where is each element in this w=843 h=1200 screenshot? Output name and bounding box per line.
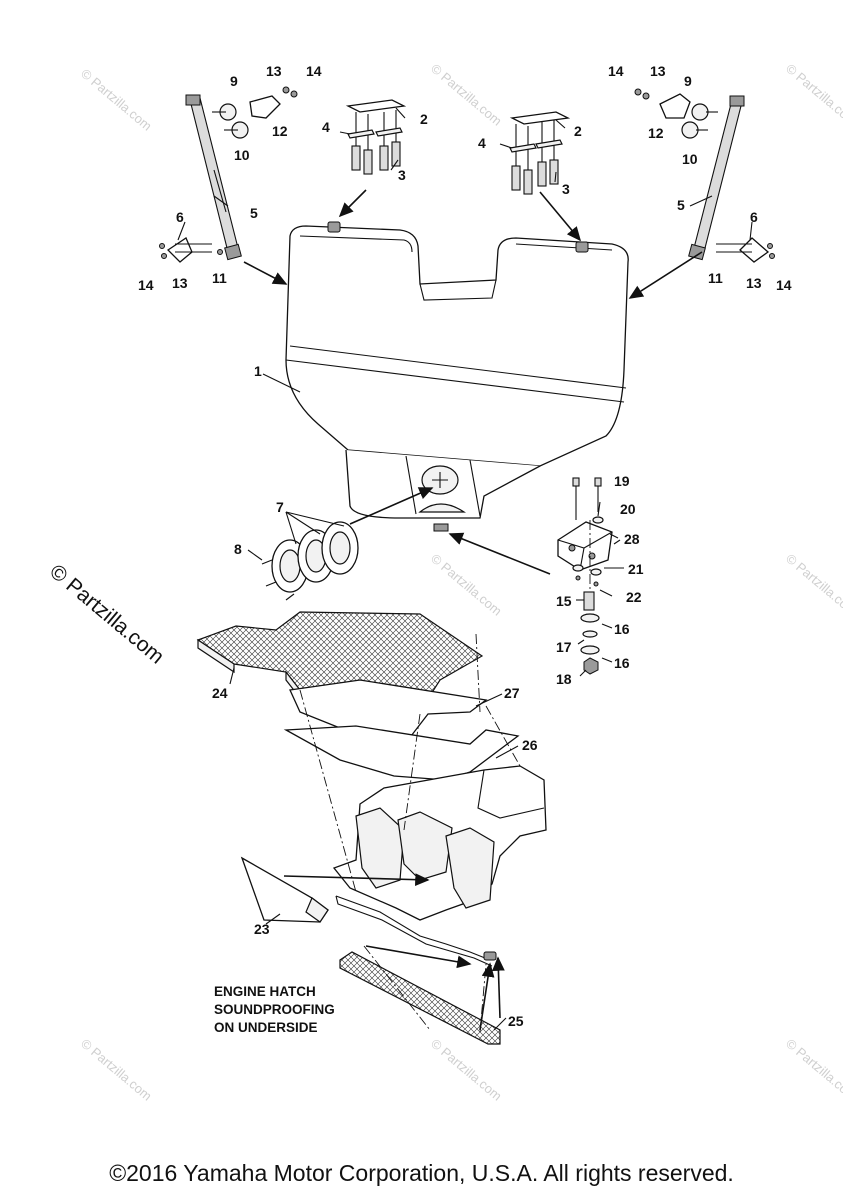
callout-12: 12: [648, 125, 664, 141]
left-upper-bracket: [212, 86, 298, 139]
callout-5: 5: [250, 205, 258, 221]
side-insulation: [240, 856, 329, 923]
callout-24: 24: [212, 685, 228, 701]
callout-5: 5: [677, 197, 685, 213]
callout-12: 12: [272, 123, 288, 139]
callout-6: 6: [176, 209, 184, 225]
callout-18: 18: [556, 671, 572, 687]
note-line: SOUNDPROOFING: [214, 1002, 335, 1017]
soundproofing-note: ENGINE HATCH SOUNDPROOFING ON UNDERSIDE: [214, 984, 335, 1035]
callout-14: 14: [608, 63, 624, 79]
callout-1: 1: [254, 363, 262, 379]
copyright-notice: ©2016 Yamaha Motor Corporation, U.S.A. A…: [109, 1160, 734, 1186]
bottom-strip: [339, 951, 501, 1045]
callout-4: 4: [478, 135, 486, 151]
watermark: © Partzilla.com: [78, 1036, 155, 1104]
callout-26: 26: [522, 737, 538, 753]
note-line: ON UNDERSIDE: [214, 1020, 318, 1035]
watermark: © Partzilla.com: [783, 61, 843, 129]
callout-2: 2: [574, 123, 582, 139]
callout-11: 11: [212, 270, 227, 286]
engine-hatch: [285, 221, 629, 532]
leader-lines: [177, 107, 753, 1031]
callout-14: 14: [138, 277, 154, 293]
callout-3: 3: [562, 181, 570, 197]
callout-14: 14: [306, 63, 322, 79]
seal-plate: [283, 725, 520, 781]
callout-6: 6: [750, 209, 758, 225]
callout-13: 13: [650, 63, 666, 79]
watermark: © Partzilla.com: [78, 66, 155, 134]
callout-23: 23: [254, 921, 270, 937]
callout-21: 21: [628, 561, 644, 577]
callout-19: 19: [614, 473, 630, 489]
callout-28: 28: [624, 531, 640, 547]
callout-27: 27: [504, 685, 520, 701]
callout-13: 13: [746, 275, 762, 291]
callout-11: 11: [708, 270, 723, 286]
watermarks: © Partzilla.com © Partzilla.com © Partzi…: [78, 61, 843, 1104]
callout-4: 4: [322, 119, 330, 135]
callout-16: 16: [614, 655, 630, 671]
note-line: ENGINE HATCH: [214, 984, 316, 999]
right-upper-bracket: [634, 88, 718, 139]
watermark: © Partzilla.com: [428, 551, 505, 619]
callout-10: 10: [682, 151, 698, 167]
callout-16: 16: [614, 621, 630, 637]
callout-20: 20: [620, 501, 636, 517]
callout-9: 9: [684, 73, 692, 89]
callout-25: 25: [508, 1013, 524, 1029]
left-lower-bracket: [159, 237, 223, 263]
callout-7: 7: [276, 499, 284, 515]
callout-14: 14: [776, 277, 792, 293]
left-gas-strut: [185, 94, 242, 261]
callout-17: 17: [556, 639, 572, 655]
assembly-arrows: [243, 189, 703, 1031]
vent-ring-set: [261, 521, 359, 601]
callout-15: 15: [556, 593, 572, 609]
callout-22: 22: [626, 589, 642, 605]
watermark: © Partzilla.com: [783, 1036, 843, 1104]
hatch-mount-bracket: [557, 477, 613, 675]
callout-8: 8: [234, 541, 242, 557]
callout-9: 9: [230, 73, 238, 89]
callout-13: 13: [266, 63, 282, 79]
callout-3: 3: [398, 167, 406, 183]
watermark: © Partzilla.com: [428, 1036, 505, 1104]
watermark: © Partzilla.com: [428, 61, 505, 129]
right-lower-bracket: [716, 237, 775, 263]
right-hinge: [509, 111, 571, 195]
callout-10: 10: [234, 147, 250, 163]
left-hinge: [345, 99, 407, 175]
callout-13: 13: [172, 275, 188, 291]
right-gas-strut: [688, 95, 745, 261]
watermark: © Partzilla.com: [783, 551, 843, 619]
callout-2: 2: [420, 111, 428, 127]
hatch-lower-housing: [332, 765, 547, 967]
callout-labels: 1 2 2 3 3 4 4 5 5 6 6 7 8 9 9 10 10 11 1…: [138, 63, 792, 1029]
